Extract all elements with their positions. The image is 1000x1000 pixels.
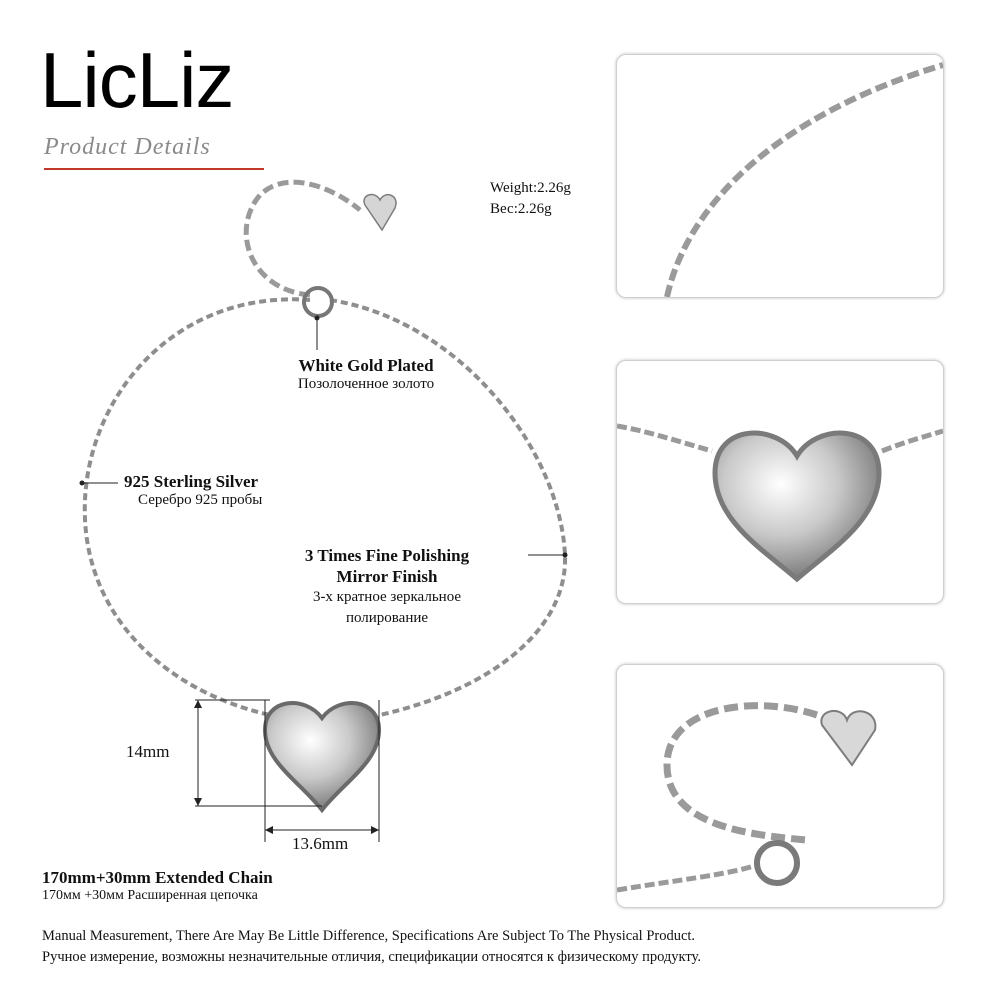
silver-en: 925 Sterling Silver (124, 472, 259, 491)
chain-detail-image (664, 62, 943, 297)
disclaimer-ru: Ручное измерение, возможны незначительны… (42, 949, 701, 965)
subtitle: Product Details (44, 134, 211, 160)
disclaimer-en: Manual Measurement, There Are May Be Lit… (42, 928, 696, 944)
weight-info: Weight:2.26g Вес:2.26g (490, 178, 571, 220)
chain-detail-panel (616, 54, 944, 298)
polishing-ru-1: 3-х кратное зеркальное (312, 589, 462, 605)
weight-en: Weight:2.26g (490, 180, 571, 196)
feature-polishing: 3 Times Fine Polishing Mirror Finish 3-х… (272, 545, 502, 629)
polishing-en-1: 3 Times Fine Polishing (304, 546, 470, 565)
heart-detail-image (617, 423, 943, 583)
chain-length-en: 170mm+30mm Extended Chain (42, 868, 273, 887)
chain-length-ru: 170мм +30мм Расширенная цепочка (42, 888, 258, 903)
feature-white-gold: White Gold Plated Позолоченное золото (282, 356, 450, 393)
polishing-ru-2: полирование (345, 610, 429, 626)
white-gold-en: White Gold Plated (298, 356, 434, 375)
heart-detail-panel (616, 360, 944, 604)
clasp-detail-panel (616, 664, 944, 908)
weight-ru: Вес:2.26g (490, 201, 552, 217)
brand-logo: LicLiz (40, 36, 234, 124)
heart-charm-icon (363, 193, 397, 232)
disclaimer: Manual Measurement, There Are May Be Lit… (42, 926, 701, 968)
dimension-height: 14mm (126, 742, 170, 761)
subtitle-underline (44, 168, 264, 170)
feature-silver: 925 Sterling Silver Серебро 925 пробы (124, 472, 262, 509)
chain-length: 170mm+30mm Extended Chain 170мм +30мм Ра… (42, 868, 273, 904)
silver-ru: Серебро 925 пробы (138, 492, 263, 508)
clasp-detail-image (617, 702, 877, 893)
polishing-en-2: Mirror Finish (336, 567, 438, 586)
bracelet-image (79, 179, 568, 842)
dimension-width: 13.6mm (292, 834, 349, 853)
white-gold-ru: Позолоченное золото (297, 376, 435, 392)
